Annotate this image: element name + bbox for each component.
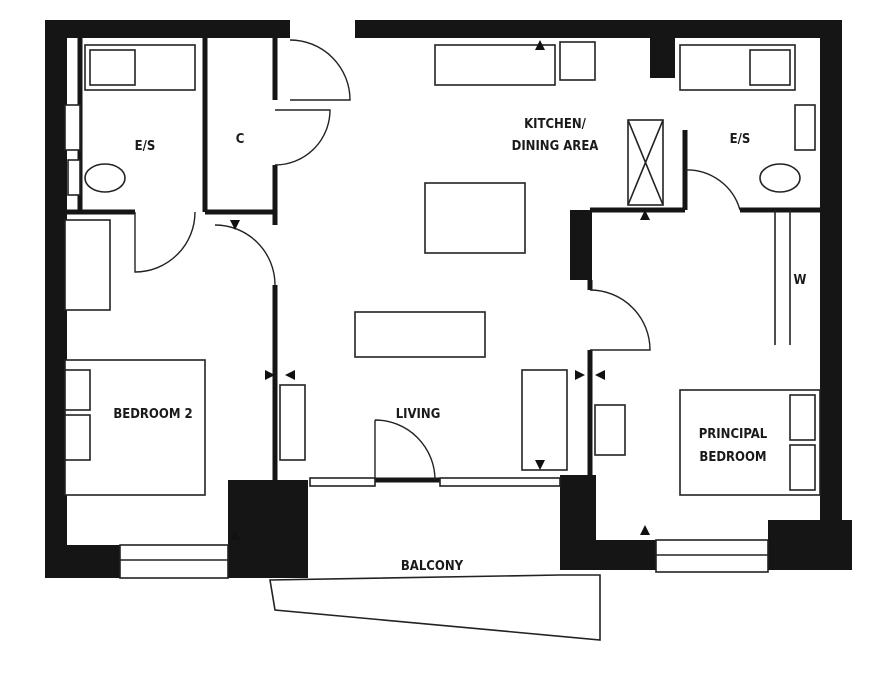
sink	[434, 44, 556, 86]
toilet-left	[84, 163, 126, 193]
room-label-ensuite-right: E/S	[730, 132, 751, 147]
room-label-principal-1: PRINCIPAL	[699, 427, 768, 442]
toilet-right	[759, 163, 801, 193]
room-label-cupboard: C	[236, 132, 245, 147]
doors	[134, 39, 741, 481]
desk	[594, 404, 626, 456]
room-label-principal-2: BEDROOM	[699, 450, 766, 465]
tv-unit	[279, 384, 306, 461]
basin-right	[794, 104, 816, 151]
wardrobe-bed2	[64, 219, 111, 311]
room-label-wardrobe: W	[794, 273, 807, 288]
sofa	[354, 311, 486, 358]
dining-table	[424, 182, 526, 254]
room-label-ensuite-left: E/S	[135, 139, 156, 154]
hob	[559, 41, 596, 81]
room-label-kitchen-2: DINING AREA	[512, 139, 599, 154]
room-label-kitchen-1: KITCHEN/	[524, 117, 587, 132]
balcony-outline	[269, 574, 601, 641]
outer-walls	[45, 20, 852, 578]
armchair	[521, 369, 568, 471]
furniture	[64, 41, 821, 496]
room-label-balcony: BALCONY	[401, 559, 464, 574]
room-label-bedroom-2: BEDROOM 2	[113, 407, 192, 422]
windows	[119, 477, 769, 579]
arrow-markers	[230, 40, 650, 540]
basin-left	[64, 104, 81, 151]
room-label-living: LIVING	[396, 407, 441, 422]
